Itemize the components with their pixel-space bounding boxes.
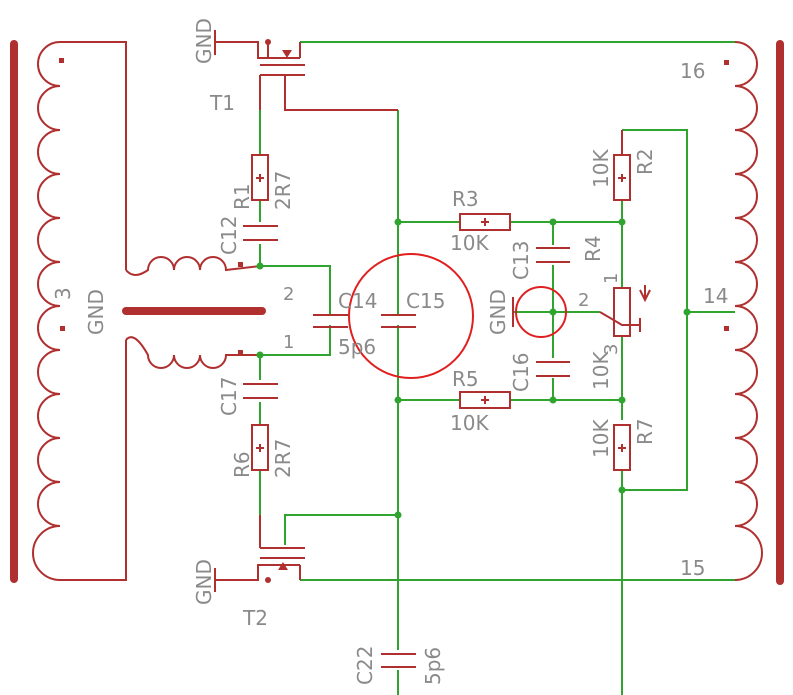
left-winding-dot-top: [59, 58, 64, 63]
upper-small-winding: [125, 256, 261, 276]
label-t2: T2: [242, 606, 268, 630]
label-pin-15: 15: [680, 556, 705, 580]
resistor-r1: [251, 154, 269, 201]
left-winding-lead: [60, 41, 127, 581]
right-winding-dot-mid: [724, 326, 729, 331]
resistor-r3: [459, 213, 511, 231]
label-r7-value: 10K: [589, 419, 613, 458]
transistor-t2: [214, 515, 305, 592]
label-r1-name: R1: [230, 183, 254, 210]
label-t1: T1: [209, 91, 235, 115]
capacitor-c22: [381, 653, 416, 668]
label-gnd-bottom: GND: [192, 559, 216, 605]
resistor-r6: [251, 424, 269, 471]
label-xf-pin-2: 2: [283, 284, 294, 305]
highlight-circle-small: [515, 286, 567, 338]
capacitor-c14: [313, 314, 348, 328]
potentiometer-r4: [599, 285, 651, 337]
label-c22: C22: [353, 646, 377, 685]
upper-winding-dot: [238, 262, 243, 267]
label-xf-pin-1: 1: [283, 332, 294, 353]
label-c17: C17: [217, 377, 241, 416]
resistor-r5: [459, 391, 511, 409]
resistor-r2: [613, 130, 631, 201]
label-gnd-center: GND: [486, 289, 510, 335]
label-r2-name: R2: [633, 148, 657, 175]
right-winding-dot-top: [724, 60, 729, 65]
label-r2-value: 10K: [589, 149, 613, 188]
resistor-r7: [613, 424, 631, 471]
capacitor-c15: [381, 314, 416, 328]
label-r5-name: R5: [452, 367, 479, 391]
right-winding-coil: [734, 41, 763, 581]
capacitor-c12: [243, 225, 278, 241]
highlight-circle-large: [348, 253, 474, 379]
left-winding-dot-mid: [60, 326, 65, 331]
label-c14-value: 5p6: [338, 335, 376, 359]
lower-small-winding: [125, 336, 260, 369]
left-core-bar: [10, 40, 18, 583]
label-c14: C14: [338, 289, 377, 313]
capacitor-c17: [243, 383, 278, 399]
label-r4-name: R4: [581, 235, 605, 262]
label-pin-3: 3: [601, 344, 622, 355]
label-r7-name: R7: [633, 418, 657, 445]
label-pin-14: 14: [703, 284, 728, 308]
label-c13: C13: [509, 241, 533, 280]
label-r1-value: 2R7: [271, 171, 295, 210]
right-core-bar: [776, 40, 784, 585]
center-core-bar: [122, 307, 266, 315]
label-gnd-top: GND: [192, 18, 216, 64]
lower-winding-dot: [238, 350, 243, 355]
label-r6-name: R6: [230, 451, 254, 478]
capacitor-c16: [536, 361, 570, 377]
label-gnd-left: GND: [84, 289, 108, 335]
label-r3-name: R3: [452, 187, 479, 211]
label-r4-value: 10K: [589, 351, 613, 390]
label-c15: C15: [406, 289, 445, 313]
label-pin-1: 1: [601, 273, 622, 284]
label-r5-value: 10K: [450, 411, 489, 435]
left-winding-coil: [32, 41, 61, 581]
label-pin-16: 16: [680, 59, 705, 83]
label-r6-value: 2R7: [271, 439, 295, 478]
label-c16: C16: [509, 353, 533, 392]
wire-net: [259, 41, 735, 695]
label-pin-2: 2: [578, 290, 589, 311]
label-r3-value: 10K: [450, 231, 489, 255]
junction-dots: [256, 218, 691, 519]
capacitor-c13: [536, 247, 570, 263]
label-c22-value: 5p6: [421, 647, 445, 685]
label-xf-pin-3: 3: [51, 287, 75, 300]
label-c12: C12: [217, 216, 241, 255]
transistor-t1: [214, 30, 398, 111]
